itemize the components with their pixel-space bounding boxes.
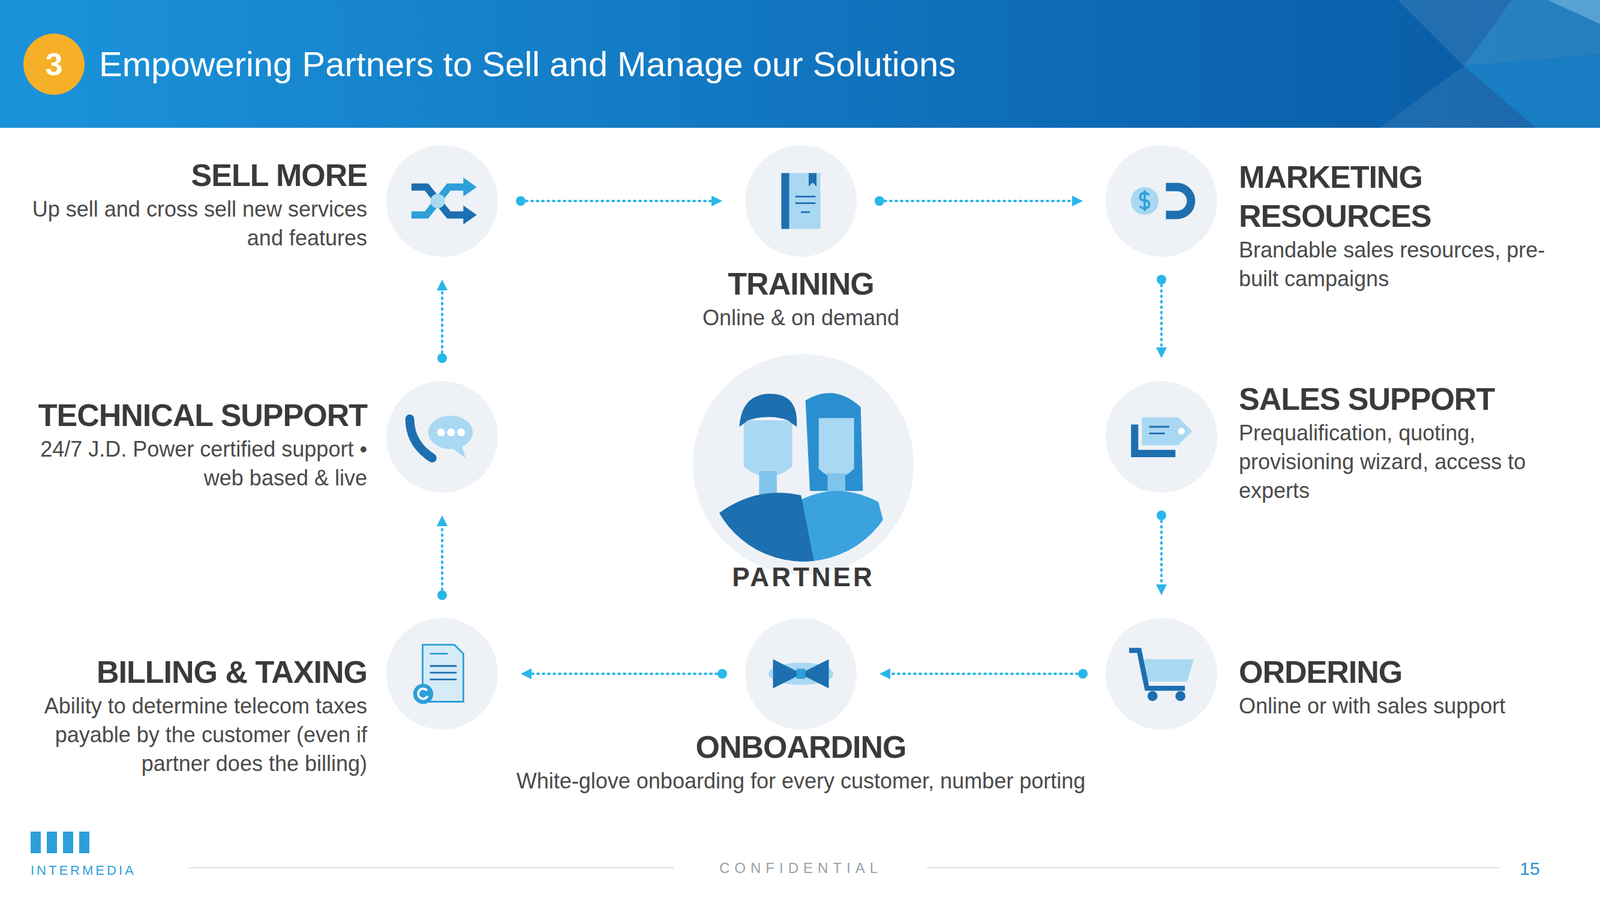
header-bar [0,0,1600,128]
text-group: TRAININGOnline & on demand [530,264,1071,333]
partner-circle: PARTNER [692,353,914,575]
slide-title: Empowering Partners to Sell and Manage o… [98,43,956,86]
dotted-connector [440,287,444,359]
arrowhead [879,668,891,680]
dotted-connector [529,672,723,675]
step-description: White-glove onboarding for every custome… [470,766,1131,796]
step-icon [1105,380,1218,493]
arrowhead [1156,584,1167,596]
text-group: SELL MOREUp sell and cross sell new serv… [13,155,368,253]
arrowhead [1072,195,1083,207]
section-number: 3 [23,33,85,95]
connector-dot [437,353,447,363]
dotted-connector [879,199,1075,203]
dotted-connector [1160,515,1163,587]
text-group: BILLING & TAXINGAbility to determine tel… [31,652,368,779]
step-description: Online & on demand [530,303,1071,333]
intermedia-logo-bars [30,831,90,854]
step-description: Brandable sales resources, pre-built cam… [1238,235,1563,294]
step-description: 24/7 J.D. Power certified support • web … [13,434,368,493]
text-group: SALES SUPPORTPrequalification, quoting, … [1238,379,1563,506]
step-heading: ORDERING [1238,652,1563,692]
arrowhead [520,668,532,680]
dotted-connector [440,523,444,596]
arrowhead [436,279,448,291]
billing-step: BILLING & TAXINGAbility to determine tel… [386,617,498,730]
text-group: TECHNICAL SUPPORT24/7 J.D. Power certifi… [13,395,368,493]
step-heading: SELL MORE [13,155,368,195]
onboarding-step: ONBOARDINGWhite-glove onboarding for eve… [745,617,857,730]
partner-label: PARTNER [677,561,930,593]
step-icon [745,617,857,730]
page-number: 15 [1511,857,1548,880]
connector-dot [874,196,885,206]
step-heading: MARKETING RESOURCES [1238,157,1563,236]
tech-support-step: TECHNICAL SUPPORT24/7 J.D. Power certifi… [386,380,498,493]
confidential-mark: CONFIDENTIAL [680,859,921,878]
step-icon [692,353,914,575]
connector-dot [1156,510,1167,521]
step-heading: TRAINING [530,264,1071,304]
connector-group [1156,510,1167,596]
connector-group [1156,274,1167,359]
marketing-step: MARKETING RESOURCESBrandable sales resou… [1105,145,1218,257]
connector-dot [515,196,526,206]
dotted-connector [520,199,714,203]
dotted-connector [1160,279,1163,350]
step-heading: ONBOARDING [470,727,1131,767]
sell-more-step: SELL MOREUp sell and cross sell new serv… [386,145,498,257]
header-facets [1379,0,1600,128]
connector-dot [1078,668,1088,679]
connector-dot [1156,274,1167,285]
connector-group [436,515,448,600]
step-heading: BILLING & TAXING [31,652,368,692]
ordering-step: ORDERINGOnline or with sales support [1105,617,1218,730]
step-description: Ability to determine telecom taxes payab… [31,691,368,779]
connector-dot [437,590,447,600]
arrowhead [436,515,448,527]
connector-group [879,668,1088,680]
arrowhead [711,195,723,207]
step-heading: TECHNICAL SUPPORT [13,395,368,435]
step-heading: SALES SUPPORT [1238,379,1563,419]
training-step: TRAININGOnline & on demand [745,145,857,257]
logo-wordmark: INTERMEDIA [30,862,137,879]
connector-group [515,195,723,207]
arrowhead [1156,347,1167,359]
step-description: Online or with sales support [1238,691,1563,721]
step-icon [1105,617,1218,730]
step-icon [386,380,498,493]
connector-group [520,668,728,680]
connector-dot [717,668,728,679]
step-icon [386,617,498,730]
step-description: Prequalification, quoting, provisioning … [1238,418,1563,506]
sales-support-step: SALES SUPPORTPrequalification, quoting, … [1105,380,1218,493]
step-icon [1105,145,1218,257]
text-group: ORDERINGOnline or with sales support [1238,652,1563,721]
connector-group [436,279,448,363]
connector-group [874,195,1083,207]
text-group: PARTNER [677,561,930,593]
step-description: Up sell and cross sell new services and … [13,194,368,253]
step-icon [386,145,498,257]
step-icon [745,145,857,257]
text-group: ONBOARDINGWhite-glove onboarding for eve… [470,727,1131,796]
text-group: MARKETING RESOURCESBrandable sales resou… [1238,157,1563,294]
dotted-connector [887,672,1083,675]
